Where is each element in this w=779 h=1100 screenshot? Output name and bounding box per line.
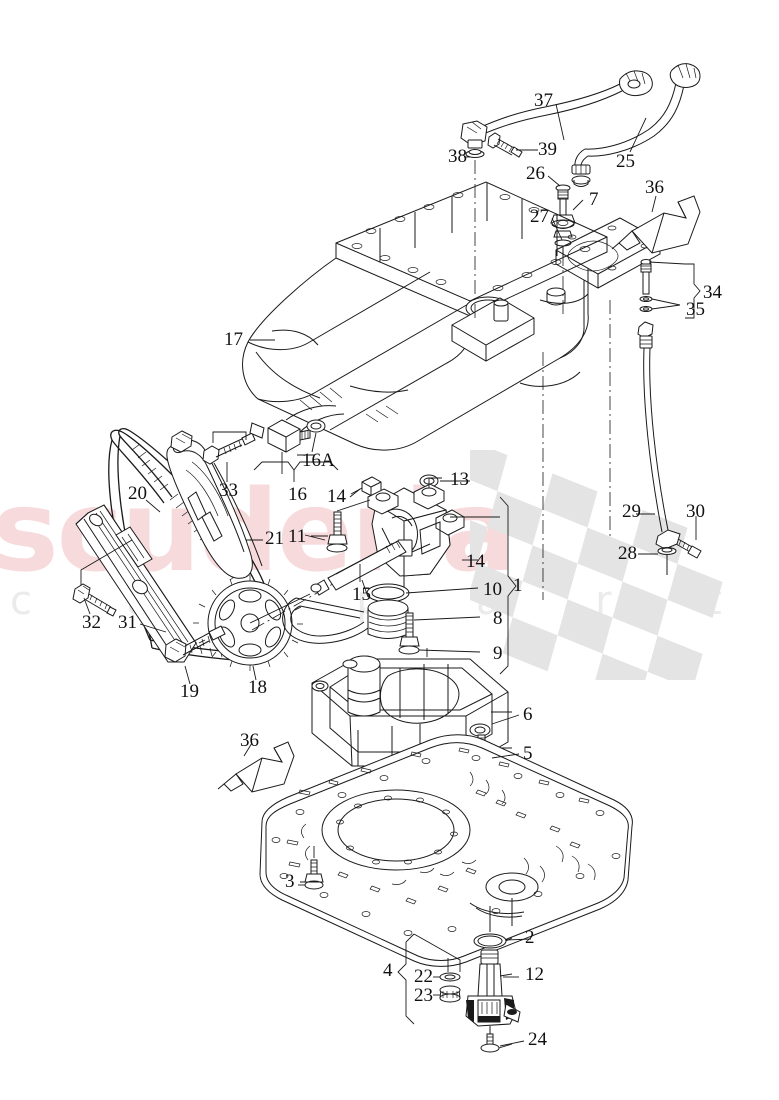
callout-22: 22 — [414, 966, 433, 987]
oil-hose-25 — [571, 63, 701, 187]
upper-oil-pan-17 — [242, 160, 661, 600]
callout-36: 36 — [645, 177, 664, 198]
callout-37: 37 — [534, 90, 553, 111]
callout-6: 6 — [523, 704, 533, 725]
callout-39: 39 — [538, 139, 557, 160]
callout-32: 32 — [82, 612, 101, 633]
callout-7: 7 — [589, 189, 599, 210]
callout-19: 19 — [180, 681, 199, 702]
callout-33: 33 — [219, 480, 238, 501]
callout-17: 17 — [224, 329, 243, 350]
callout-13: 13 — [450, 469, 469, 490]
dipstick-tube-29 — [637, 321, 702, 575]
sealant-tube-36-upper — [611, 195, 701, 254]
callout-29: 29 — [622, 501, 641, 522]
callout-1: 1 — [513, 575, 523, 596]
callout-18: 18 — [248, 677, 267, 698]
callout-10: 10 — [483, 579, 502, 600]
callout-3: 3 — [285, 871, 295, 892]
chain-guide-rail-31 — [72, 504, 197, 663]
sealant-tube-36-lower — [217, 741, 295, 793]
callout-21: 21 — [265, 528, 284, 549]
bolt-washer-set-34-35 — [639, 259, 701, 319]
callout-leader-lines — [83, 103, 697, 1047]
oil-pressure-switch-16 — [249, 419, 339, 482]
callout-23: 23 — [414, 985, 433, 1006]
oil-hose-37 — [471, 70, 653, 140]
sender-hardware-22-23 — [397, 933, 461, 1025]
callout-16A: 16A — [302, 450, 335, 471]
oil-level-sender-12 — [465, 933, 521, 1053]
callout-34: 34 — [703, 282, 722, 303]
callout-16: 16 — [288, 484, 307, 505]
callout-28: 28 — [618, 543, 637, 564]
callout-12: 12 — [525, 964, 544, 985]
callout-36-lower: 36 — [240, 730, 259, 751]
chain-tensioner-rail-21 — [166, 430, 263, 579]
callout-38: 38 — [448, 146, 467, 167]
callout-30: 30 — [686, 501, 705, 522]
oil-pump-assembly-1 — [282, 474, 517, 675]
callout-31: 31 — [118, 612, 137, 633]
lower-oil-pan — [259, 734, 633, 967]
callout-4: 4 — [383, 960, 393, 981]
callout-14-pump-housing: 14 — [466, 551, 485, 572]
callout-26: 26 — [526, 163, 545, 184]
callout-25: 25 — [616, 151, 635, 172]
banjo-fitting-38-39 — [460, 120, 523, 158]
callout-11: 11 — [288, 526, 307, 547]
callout-5: 5 — [523, 743, 533, 764]
callout-27: 27 — [530, 206, 549, 227]
callout-35: 35 — [686, 299, 705, 320]
callout-24: 24 — [528, 1029, 547, 1050]
callout-2: 2 — [525, 927, 535, 948]
callout-8: 8 — [493, 608, 503, 629]
callout-9: 9 — [493, 643, 503, 664]
callout-20: 20 — [128, 483, 147, 504]
callout-14: 14 — [327, 486, 346, 507]
callout-15: 15 — [352, 584, 371, 605]
